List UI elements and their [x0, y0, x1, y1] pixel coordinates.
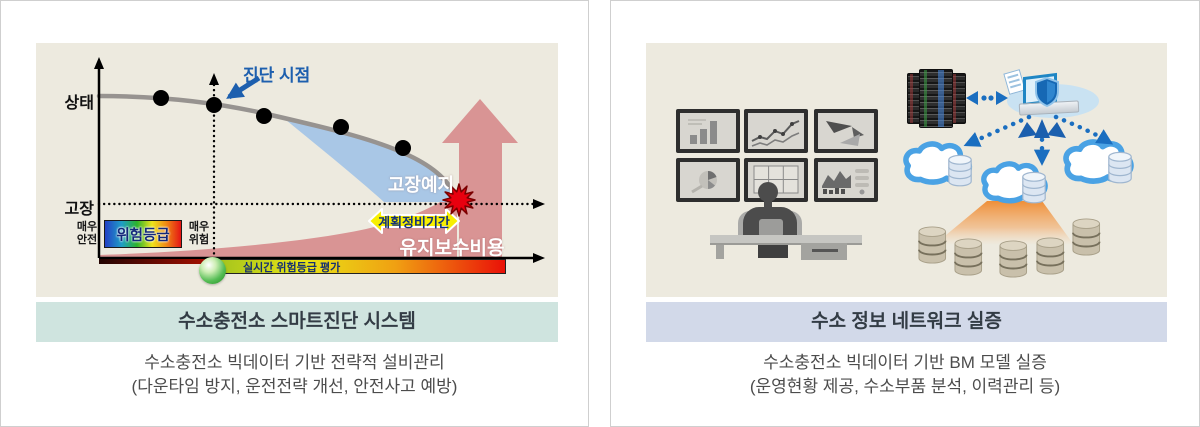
right-subtitle-line2: (운영현황 제공, 수소부품 분석, 이력관리 등): [749, 377, 1061, 396]
right-subtitle-line1: 수소충전소 빅데이터 기반 BM 모델 실증: [763, 353, 1047, 372]
risk-grade-legend: 위험등급: [104, 220, 182, 248]
y-axis-label-state: 상태: [64, 95, 94, 112]
pf-curve-chart: [94, 57, 545, 263]
monitor-line-chart: [744, 109, 808, 153]
left-subtitle-line1: 수소충전소 빅데이터 기반 전략적 설비관리: [144, 353, 445, 372]
server-rack-center: [919, 69, 953, 128]
network-links-layer: [646, 91, 1167, 278]
monitor-triangles-chart: [814, 109, 878, 153]
network-dotted-arrows: [963, 114, 1114, 166]
upload-converging-arrows: [1018, 119, 1066, 138]
failure-prediction-label: 고장예지: [387, 175, 455, 195]
y-axis-label-failure: 고장: [64, 201, 94, 218]
left-panel-title: 수소충전소 스마트진단 시스템: [178, 311, 416, 332]
pf-curve-diagram: 상태 고장 진단 시점 고장예지 계획정비기간 유지보수비용 위험등급 매우 안…: [36, 43, 558, 297]
operator-neck: [764, 200, 772, 208]
left-subtitle-line2: (다운타임 방지, 운전전략 개선, 안전사고 예방): [131, 377, 458, 396]
degradation-curve: [96, 93, 461, 202]
desk-cabinet: [801, 243, 847, 260]
planned-maintenance-arrow: [368, 208, 460, 234]
maintenance-cost-label: 유지보수비용: [399, 238, 505, 259]
monitor-bar-chart: [676, 109, 740, 153]
failure-starburst-icon: [442, 183, 476, 217]
diagnosis-annotation-arrow: [226, 75, 261, 100]
shield-icon: [1035, 77, 1059, 107]
smart-diagnosis-panel: 상태 고장 진단 시점 고장예지 계획정비기간 유지보수비용 위험등급 매우 안…: [0, 0, 589, 427]
diagnosis-point-label: 진단 시점: [243, 66, 311, 85]
very-danger-label: 매우 위험: [188, 221, 210, 246]
operator-head: [758, 182, 778, 202]
very-safe-label: 매우 안전: [76, 221, 98, 246]
right-panel-title-bar: 수소 정보 네트워크 실증: [646, 302, 1167, 342]
axis-arrowheads: [94, 57, 545, 263]
realtime-risk-bar-label: 실시간 위험등급 평가: [243, 261, 341, 274]
risk-grade-label: 위험등급: [116, 227, 170, 244]
chair-back-panel: [759, 219, 783, 237]
monitor-pie-chart: [676, 158, 740, 202]
cost-up-arrow: [442, 99, 518, 258]
desk-top: [710, 235, 862, 245]
realtime-risk-bar: 실시간 위험등급 평가: [216, 259, 506, 274]
data-beam-icon: [934, 201, 1074, 245]
right-panel-subtitle: 수소충전소 빅데이터 기반 BM 모델 실증 (운영현황 제공, 수소부품 분석…: [611, 351, 1199, 399]
desk-leg: [716, 245, 724, 259]
current-status-ball-icon: [199, 257, 226, 284]
cloud-database-icons: [906, 142, 1131, 201]
right-panel-title: 수소 정보 네트워크 실증: [811, 311, 1002, 332]
axes: [97, 67, 533, 260]
chair-base: [758, 241, 788, 258]
network-illustration: [646, 43, 1167, 297]
diagnosis-time-line: [209, 73, 219, 260]
left-panel-title-bar: 수소충전소 스마트진단 시스템: [36, 302, 558, 342]
measurement-points: [153, 90, 411, 156]
planned-maintenance-label: 계획정비기간: [378, 215, 450, 230]
maintenance-cost-region: [99, 191, 457, 258]
monitor-dashboard: [814, 158, 878, 202]
left-panel-subtitle: 수소충전소 빅데이터 기반 전략적 설비관리 (다운타임 방지, 운전전략 개선…: [1, 351, 588, 399]
server-laptop-sync-arrow: [966, 91, 1008, 105]
network-demo-panel: 수소 정보 네트워크 실증 수소충전소 빅데이터 기반 BM 모델 실증 (운영…: [610, 0, 1200, 427]
failure-prediction-region: [286, 120, 460, 202]
elapsed-risk-strip: [99, 259, 216, 264]
